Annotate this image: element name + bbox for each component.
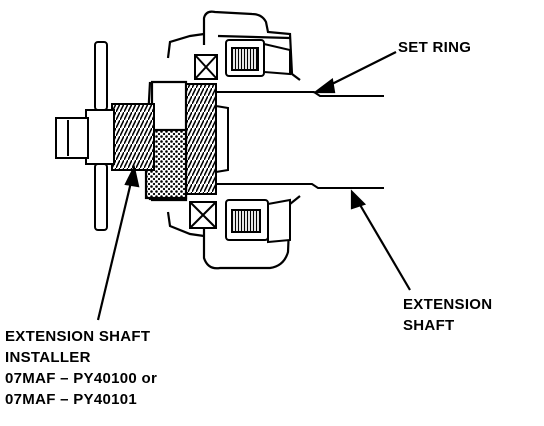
set-ring-label-text: SET RING xyxy=(398,39,472,56)
extension-shaft-body xyxy=(214,91,384,189)
leader-arrows xyxy=(96,51,411,321)
t-handle xyxy=(94,41,108,231)
extension-shaft-label-line-1: EXTENSION xyxy=(403,296,493,313)
installer-leader xyxy=(96,177,134,321)
installer-label-line-4: 07MAF – PY40101 xyxy=(5,391,138,408)
extension-shaft-label-line-2: SHAFT xyxy=(403,317,455,334)
housing-upper xyxy=(166,10,301,81)
installer-label-line-2: INSTALLER xyxy=(5,349,91,366)
extension-shaft-leader xyxy=(355,197,411,291)
installer-label: EXTENSION SHAFT INSTALLER 07MAF – PY4010… xyxy=(5,326,157,410)
bearing-upper xyxy=(194,39,291,80)
housing-lower xyxy=(166,195,301,270)
set-ring-label: SET RING xyxy=(398,37,471,58)
installer-label-line-1: EXTENSION SHAFT xyxy=(5,328,151,345)
extension-shaft-label: EXTENSION SHAFT xyxy=(403,294,492,336)
set-ring xyxy=(185,83,217,195)
installer-label-line-3: 07MAF – PY40100 or xyxy=(5,370,158,387)
bearing-lower xyxy=(189,198,291,244)
installer-screw xyxy=(55,103,155,171)
